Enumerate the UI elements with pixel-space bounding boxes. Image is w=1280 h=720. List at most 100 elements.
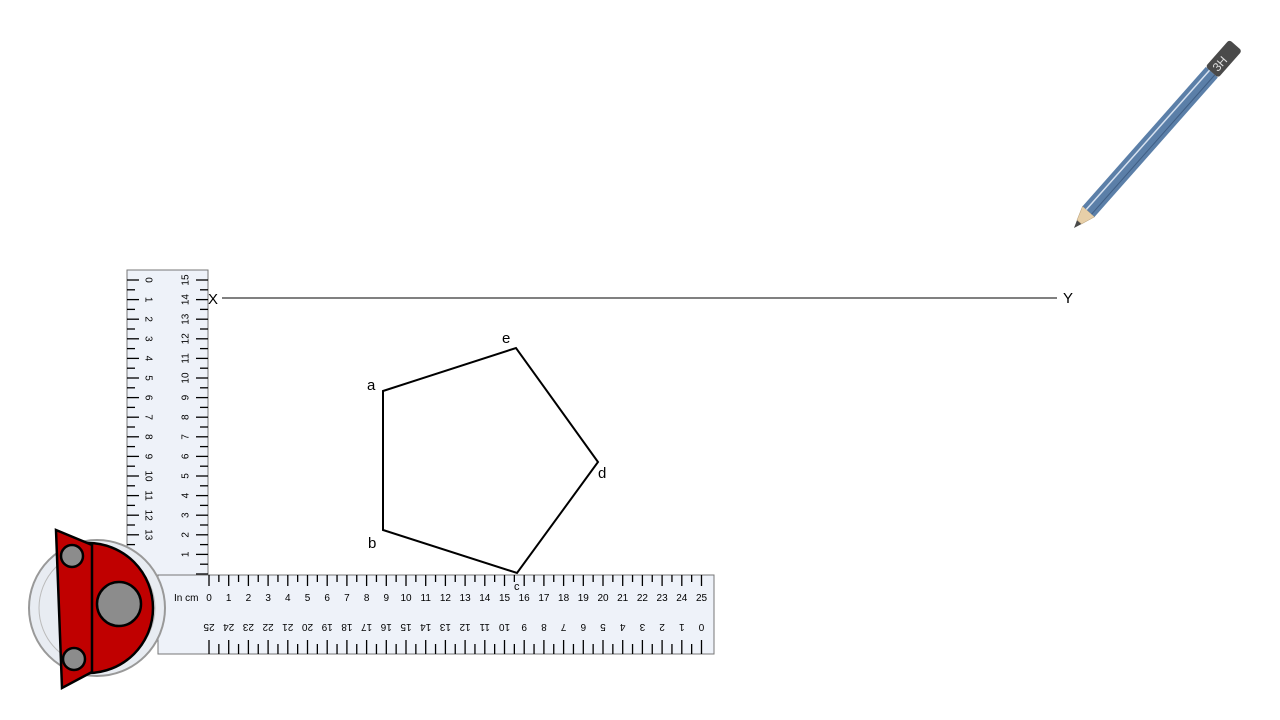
hr-top-number: 16 bbox=[519, 593, 531, 604]
horizontal-ruler-body bbox=[157, 574, 715, 655]
hr-top-number: 7 bbox=[344, 593, 350, 604]
hr-bottom-number: 20 bbox=[302, 621, 314, 632]
vr-left-number: 1 bbox=[142, 297, 153, 303]
hr-top-number: 12 bbox=[440, 593, 452, 604]
vertex-label-d: d bbox=[598, 465, 606, 482]
hr-top-number: 0 bbox=[206, 593, 212, 604]
hr-top-number: 17 bbox=[538, 593, 550, 604]
vr-left-number: 10 bbox=[142, 470, 153, 482]
vr-right-number: 4 bbox=[181, 492, 192, 498]
vr-left-number: 6 bbox=[142, 395, 153, 401]
hr-top-number: 4 bbox=[285, 593, 291, 604]
vr-right-number: 9 bbox=[181, 394, 192, 400]
hr-bottom-number: 19 bbox=[321, 621, 333, 632]
vr-right-number: 6 bbox=[181, 453, 192, 459]
vr-left-number: 3 bbox=[142, 336, 153, 342]
hr-bottom-number: 10 bbox=[499, 621, 511, 632]
hr-bottom-number: 9 bbox=[521, 621, 527, 632]
hr-bottom-number: 13 bbox=[439, 621, 451, 632]
vr-left-number: 8 bbox=[142, 434, 153, 440]
hr-bottom-number: 5 bbox=[600, 621, 606, 632]
vr-right-number: 15 bbox=[181, 274, 192, 286]
pencil-highlight bbox=[1085, 69, 1211, 211]
hr-top-number: 21 bbox=[617, 593, 629, 604]
hr-top-number: 23 bbox=[657, 593, 669, 604]
hr-bottom-number: 3 bbox=[639, 621, 645, 632]
pentagon bbox=[382, 346, 600, 575]
vertex-label-c: c bbox=[514, 581, 520, 593]
hr-top-number: 19 bbox=[578, 593, 590, 604]
hr-bottom-number: 18 bbox=[341, 621, 353, 632]
hr-bottom-number: 24 bbox=[223, 621, 235, 632]
vr-left-number: 13 bbox=[142, 529, 153, 541]
vertex-label-e: e bbox=[502, 330, 510, 347]
hr-top-number: 3 bbox=[265, 593, 271, 604]
pencil-wood bbox=[1076, 205, 1096, 225]
hr-bottom-number: 7 bbox=[560, 621, 566, 632]
hr-bottom-number: 22 bbox=[262, 621, 274, 632]
vr-right-number: 5 bbox=[181, 473, 192, 479]
label-x: X bbox=[208, 291, 218, 308]
hr-top-number: 13 bbox=[460, 593, 472, 604]
vr-left-number: 2 bbox=[142, 316, 153, 322]
vr-right-number: 14 bbox=[181, 294, 192, 306]
pencil-lead bbox=[1074, 220, 1082, 228]
vr-right-number: 2 bbox=[181, 532, 192, 538]
hr-bottom-number: 11 bbox=[479, 621, 490, 632]
hr-top-number: 2 bbox=[246, 593, 252, 604]
vr-left-number: 9 bbox=[142, 454, 153, 460]
vr-left-number: 11 bbox=[142, 490, 153, 501]
vr-left-number: 12 bbox=[142, 510, 153, 522]
clamp-knob[interactable] bbox=[95, 580, 143, 628]
hr-bottom-number: 6 bbox=[580, 621, 586, 632]
pencil[interactable]: 3H bbox=[1068, 40, 1242, 234]
vr-right-number: 12 bbox=[181, 333, 192, 345]
hr-top-number: 25 bbox=[696, 593, 708, 604]
ruler-unit-label: In cm bbox=[174, 593, 198, 604]
pencil-cap bbox=[1206, 40, 1241, 77]
hr-top-number: 22 bbox=[637, 593, 649, 604]
vr-left-number: 5 bbox=[142, 375, 153, 381]
protractor-clamp[interactable] bbox=[28, 528, 166, 691]
hr-bottom-number: 25 bbox=[203, 621, 215, 632]
vr-right-number: 7 bbox=[181, 434, 192, 440]
vertex-label-b: b bbox=[368, 535, 376, 552]
vr-right-number: 3 bbox=[181, 512, 192, 518]
vr-left-number: 4 bbox=[142, 356, 153, 362]
vr-left-number: 7 bbox=[142, 414, 153, 420]
hr-top-number: 20 bbox=[597, 593, 609, 604]
hr-bottom-number: 16 bbox=[380, 621, 392, 632]
hr-bottom-number: 15 bbox=[400, 621, 412, 632]
hr-bottom-number: 23 bbox=[242, 621, 254, 632]
hr-top-number: 24 bbox=[676, 593, 688, 604]
hr-bottom-number: 0 bbox=[698, 621, 704, 632]
hr-bottom-number: 8 bbox=[541, 621, 547, 632]
vertex-label-a: a bbox=[367, 377, 376, 394]
hr-top-number: 10 bbox=[400, 593, 412, 604]
pencil-body bbox=[1082, 66, 1218, 217]
hr-top-number: 8 bbox=[364, 593, 370, 604]
hr-bottom-number: 1 bbox=[679, 621, 685, 632]
hr-bottom-number: 2 bbox=[659, 621, 665, 632]
vr-right-number: 10 bbox=[181, 372, 192, 384]
vertical-ruler-body bbox=[126, 269, 209, 579]
vr-right-number: 11 bbox=[181, 353, 192, 364]
vr-right-number: 1 bbox=[181, 551, 192, 557]
hr-top-number: 18 bbox=[558, 593, 570, 604]
vr-left-number: 0 bbox=[142, 277, 153, 283]
hr-top-number: 11 bbox=[421, 593, 432, 604]
vr-right-number: 8 bbox=[181, 414, 192, 420]
clamp-screw-top[interactable] bbox=[59, 543, 85, 569]
hr-top-number: 1 bbox=[226, 593, 232, 604]
pencil-shade bbox=[1091, 74, 1216, 215]
clamp-screw-bottom[interactable] bbox=[61, 646, 87, 672]
hr-top-number: 15 bbox=[499, 593, 511, 604]
hr-top-number: 5 bbox=[305, 593, 311, 604]
hr-top-number: 14 bbox=[479, 593, 491, 604]
hr-bottom-number: 4 bbox=[619, 621, 625, 632]
hr-top-number: 6 bbox=[324, 593, 330, 604]
